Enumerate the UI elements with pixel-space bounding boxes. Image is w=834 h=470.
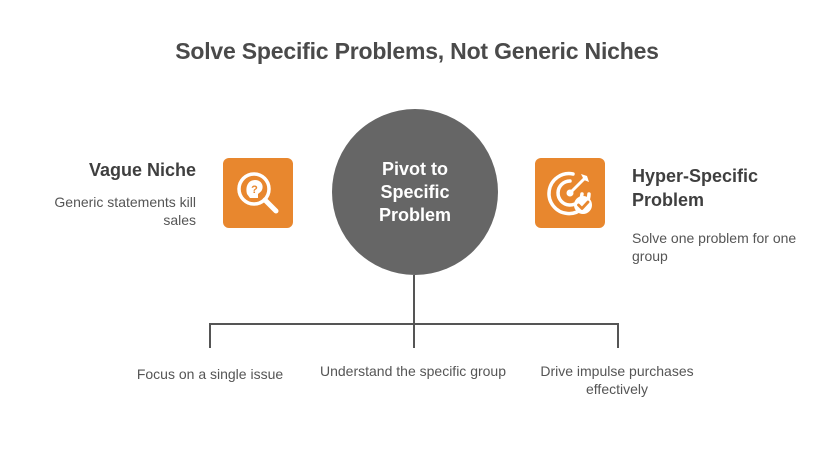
branch-label-drive: Drive impulse purchases effectively [540, 363, 694, 397]
right-description: Solve one problem for one group [632, 230, 797, 264]
left-description: Generic statements kill sales [54, 194, 196, 228]
diagram-title: Solve Specific Problems, Not Generic Nic… [175, 38, 659, 64]
branch-label-understand: Understand the specific group [320, 363, 506, 379]
svg-text:?: ? [251, 184, 258, 196]
pivot-label: Pivot to Specific Problem [378, 158, 452, 225]
pivot-circle: Pivot to Specific Problem [332, 109, 498, 275]
search-question-icon: ? [223, 158, 293, 228]
left-heading: Vague Niche [88, 160, 196, 180]
right-heading: Hyper-Specific Problem [632, 166, 759, 210]
target-check-icon [535, 158, 605, 228]
branch-label-focus: Focus on a single issue [136, 366, 284, 382]
